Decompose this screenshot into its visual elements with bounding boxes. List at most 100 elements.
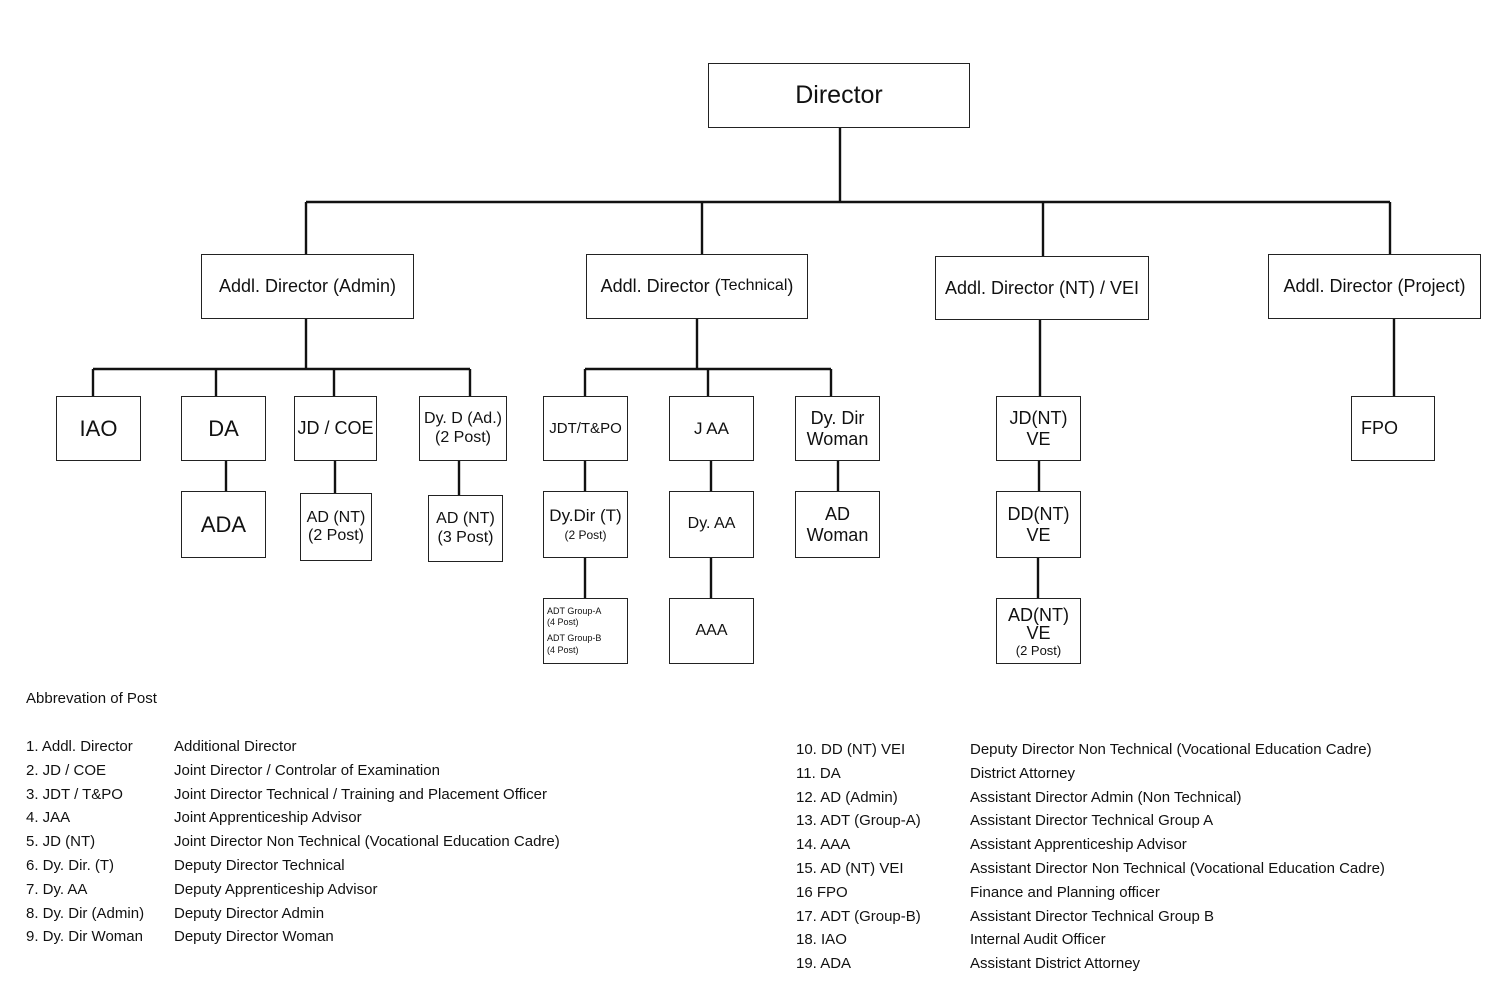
abbreviation-full: Assistant Director Technical Group A — [970, 812, 1214, 830]
abbreviation-short: 9. Dy. Dir Woman — [26, 928, 143, 946]
abbreviation-short: 15. AD (NT) VEI — [796, 860, 904, 877]
abbreviation-short: 7. Dy. AA — [26, 880, 88, 898]
dy-d-ad-box: Dy. D (Ad.) (2 Post) — [419, 396, 507, 461]
addl-director-admin-label: Addl. Director (Admin) — [218, 276, 397, 297]
jd-coe-box: JD / COE — [294, 396, 377, 461]
ad-nt-3-post-line2: (3 Post) — [437, 528, 494, 546]
abbreviation-full: Joint Apprenticeship Advisor — [174, 809, 362, 827]
abbreviation-full: Assistant Apprenticeship Advisor — [970, 836, 1187, 854]
ad-woman-line1: AD — [824, 503, 850, 524]
dy-dir-t-box: Dy.Dir (T) (2 Post) — [543, 491, 628, 558]
addl-director-nt-vei-box: Addl. Director (NT) / VEI — [935, 256, 1149, 320]
adt-group-b-label: ADT Group-B — [547, 633, 602, 643]
addl-director-admin-box: Addl. Director (Admin) — [201, 254, 414, 319]
ad-nt-3-post-line1: AD (NT) — [436, 510, 495, 528]
ad-nt-ve-line2: VE — [1026, 622, 1051, 643]
dy-aa-box: Dy. AA — [669, 491, 754, 558]
abbreviation-full: Additional Director — [174, 738, 297, 755]
dy-d-ad-line2: (2 Post) — [434, 428, 491, 446]
abbreviation-full: Assistant District Attorney — [970, 955, 1141, 973]
abbreviation-full: District Attorney — [970, 764, 1076, 782]
abbreviation-full: Deputy Apprenticeship Advisor — [174, 880, 378, 898]
jd-nt-ve-box: JD(NT) VE — [996, 396, 1081, 461]
addl-director-technical-label-end: ) — [787, 276, 794, 297]
adt-groups-box: ADT Group-A (4 Post) ADT Group-B (4 Post… — [543, 598, 628, 664]
abbreviation-full: Joint Director Non Technical (Vocational… — [174, 833, 560, 851]
ada-box: ADA — [181, 491, 266, 558]
da-box: DA — [181, 396, 266, 461]
addl-director-technical-box: Addl. Director (Technical) — [586, 254, 808, 319]
dy-dir-t-line2: (2 Post) — [564, 528, 607, 543]
abbreviation-short: 4. JAA — [26, 809, 71, 827]
adt-group-b-posts: (4 Post) — [547, 644, 579, 655]
ad-nt-3-post-box: AD (NT) (3 Post) — [428, 495, 503, 562]
fpo-label: FPO — [1361, 418, 1399, 439]
jd-nt-ve-line2: VE — [1026, 428, 1051, 449]
addl-director-project-label: Addl. Director (Project) — [1283, 276, 1466, 297]
abbreviation-full: Finance and Planning officer — [970, 883, 1160, 901]
dd-nt-ve-line1: DD(NT) — [1007, 503, 1070, 524]
jdt-tpo-box: JDT/T&PO — [543, 396, 628, 461]
dy-dir-woman-box: Dy. Dir Woman — [795, 396, 880, 461]
ad-nt-2-post-line2: (2 Post) — [307, 527, 364, 544]
abbreviation-short: 12. AD (Admin) — [796, 788, 898, 806]
jd-coe-label: JD / COE — [297, 418, 374, 439]
ad-nt-2-post-line1: AD (NT) — [306, 508, 366, 526]
abbreviation-short: 8. Dy. Dir (Admin) — [26, 904, 145, 922]
abbreviation-short: 19. ADA — [796, 955, 852, 973]
aaa-box: AAA — [669, 598, 754, 664]
abbreviation-short: 1. Addl. Director — [26, 738, 133, 755]
jaa-label: J AA — [694, 418, 729, 438]
abbreviation-full: Deputy Director Admin — [174, 904, 325, 922]
ad-nt-ve-box: AD(NT) VE (2 Post) — [996, 598, 1081, 664]
addl-director-technical-label-small: Technical — [720, 277, 788, 295]
ad-nt-2-post-box: AD (NT) (2 Post) — [300, 493, 372, 561]
ad-woman-box: AD Woman — [795, 491, 880, 558]
jaa-box: J AA — [669, 396, 754, 461]
abbreviation-short: 16 FPO — [796, 883, 848, 901]
dy-aa-label: Dy. AA — [687, 515, 736, 533]
abbreviation-short: 2. JD / COE — [26, 761, 107, 779]
abbreviation-short: 11. DA — [796, 764, 841, 782]
jd-nt-ve-line1: JD(NT) — [1009, 407, 1068, 428]
ad-nt-ve-line1: AD(NT) — [1008, 604, 1069, 625]
abbreviation-full: Internal Audit Officer — [970, 931, 1106, 949]
abbreviation-short: 17. ADT (Group-B) — [796, 907, 921, 925]
abbreviation-short: 6. Dy. Dir. (T) — [26, 857, 115, 874]
abbreviation-full: Deputy Director Technical — [174, 857, 345, 874]
aaa-label: AAA — [695, 621, 728, 639]
da-label: DA — [208, 415, 239, 441]
addl-director-nt-vei-label: Addl. Director (NT) / VEI — [944, 277, 1140, 298]
abbreviation-short: 3. JDT / T&PO — [26, 785, 123, 803]
dy-dir-woman-line2: Woman — [806, 428, 869, 449]
abbreviation-full: Deputy Director Non Technical (Vocationa… — [970, 741, 1372, 758]
ad-woman-line2: Woman — [806, 524, 869, 545]
abbreviation-full: Joint Director / Controlar of Examinatio… — [174, 761, 440, 779]
director-box: Director — [708, 63, 970, 128]
dd-nt-ve-box: DD(NT) VE — [996, 491, 1081, 558]
adt-group-a-label: ADT Group-A — [547, 605, 602, 616]
abbreviation-full: Assistant Director Admin (Non Technical) — [970, 788, 1242, 806]
abbreviation-short: 5. JD (NT) — [26, 833, 96, 851]
jdt-tpo-label: JDT/T&PO — [549, 419, 622, 437]
dy-dir-t-line1: Dy.Dir (T) — [549, 505, 622, 525]
abbreviation-full: Assistant Director Technical Group B — [970, 907, 1214, 925]
iao-box: IAO — [56, 396, 141, 461]
addl-director-technical-label: Addl. Director ( — [600, 276, 721, 297]
addl-director-project-box: Addl. Director (Project) — [1268, 254, 1481, 319]
ada-label: ADA — [200, 511, 247, 537]
dy-d-ad-line1: Dy. D (Ad.) — [424, 410, 502, 428]
abbreviation-full: Joint Director Technical / Training and … — [174, 785, 547, 803]
abbreviation-short: 18. IAO — [796, 931, 847, 949]
abbreviation-short: 13. ADT (Group-A) — [796, 812, 921, 830]
abbreviation-full: Assistant Director Non Technical (Vocati… — [970, 860, 1385, 877]
abbreviations-title: Abbrevation of Post — [26, 690, 157, 707]
abbreviation-short: 14. AAA — [796, 836, 851, 854]
iao-label: IAO — [79, 415, 118, 441]
director-label: Director — [795, 81, 883, 110]
abbreviation-short: 10. DD (NT) VEI — [796, 741, 906, 758]
ad-nt-ve-line3: (2 Post) — [1015, 642, 1062, 658]
dy-dir-woman-line1: Dy. Dir — [810, 407, 865, 428]
